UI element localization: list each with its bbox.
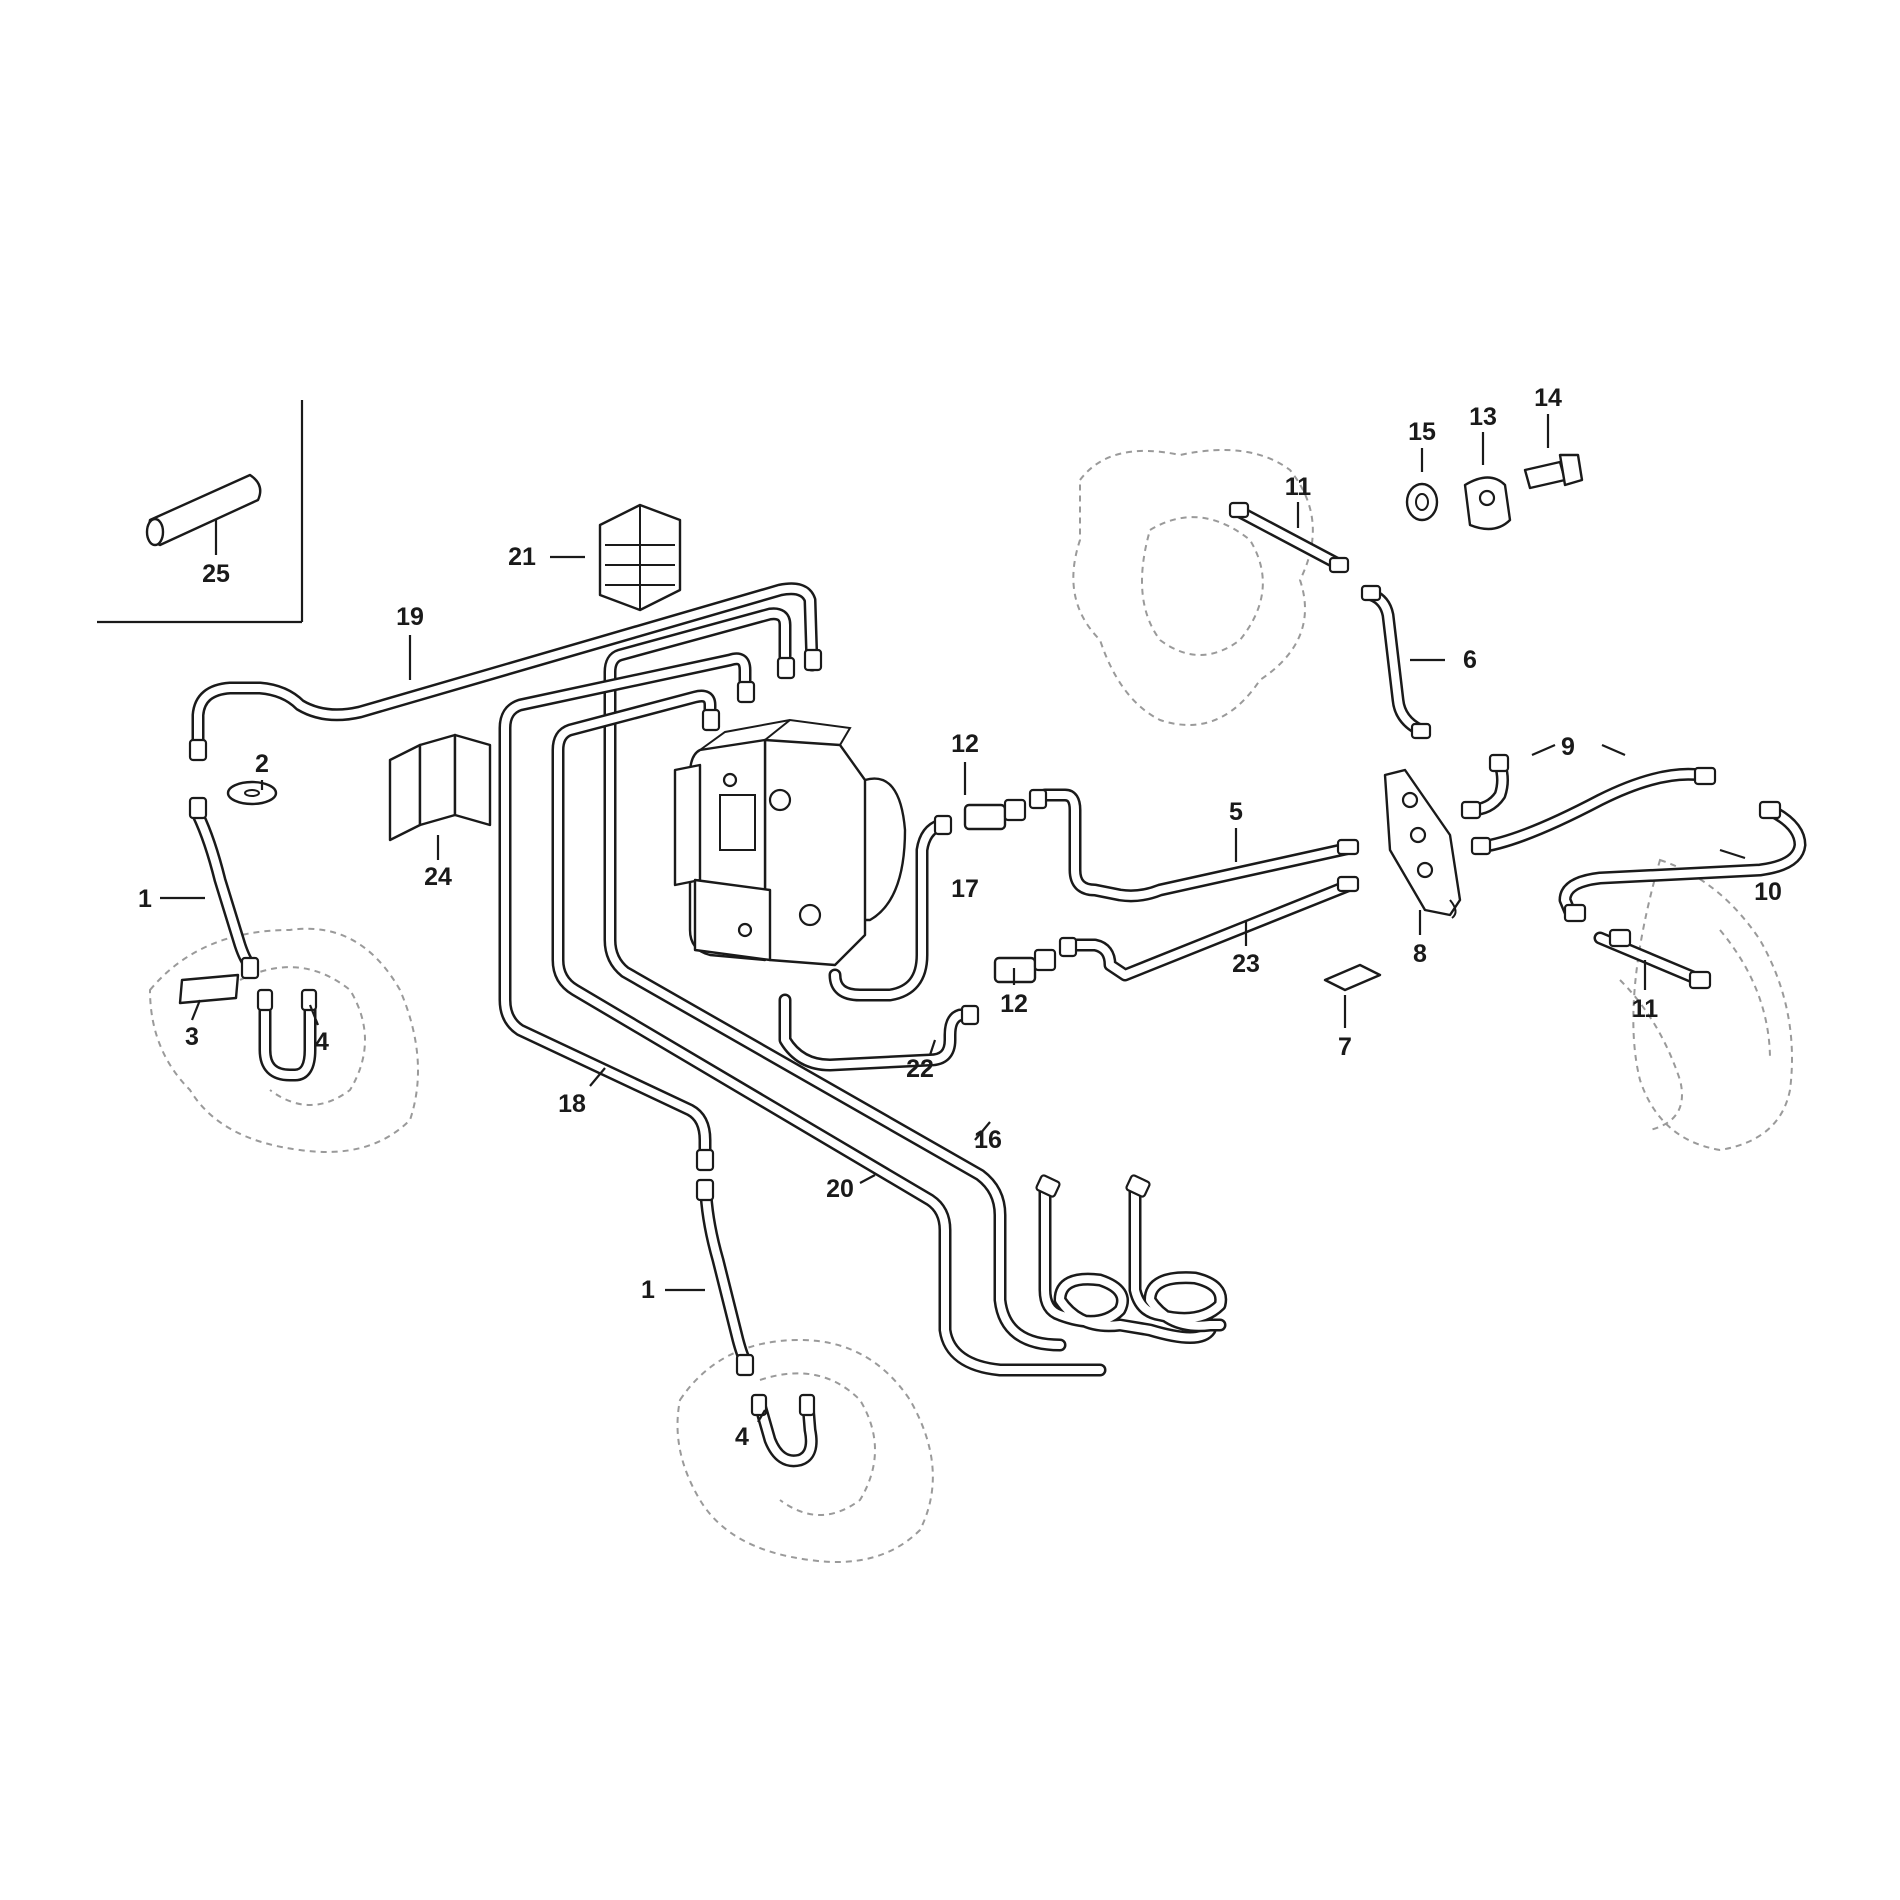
callout-4-lower: 4 (735, 1423, 749, 1451)
callout-7: 7 (1338, 1033, 1352, 1061)
callout-4-upper: 4 (315, 1028, 329, 1056)
callout-12-upper: 12 (951, 730, 979, 758)
callout-12-lower: 12 (1000, 990, 1028, 1018)
callout-24: 24 (424, 863, 452, 891)
callout-1-lower: 1 (641, 1276, 655, 1304)
callout-22: 22 (906, 1055, 934, 1083)
plate-part-3[interactable] (178, 973, 240, 1005)
callout-17: 17 (951, 875, 979, 903)
callout-11-upper: 11 (1285, 473, 1312, 501)
callout-18: 18 (558, 1090, 586, 1118)
callout-15: 15 (1408, 418, 1436, 446)
callout-2: 2 (255, 750, 269, 778)
callout-14: 14 (1534, 384, 1562, 412)
clip-part-21[interactable] (598, 503, 682, 612)
washer-part-2[interactable] (226, 780, 278, 806)
callout-19: 19 (396, 603, 424, 631)
callout-21: 21 (508, 543, 536, 571)
bolt-part-14[interactable] (1523, 453, 1584, 490)
callout-16: 16 (974, 1126, 1002, 1154)
callout-8: 8 (1413, 940, 1427, 968)
callout-20: 20 (826, 1175, 854, 1203)
leader-lines (160, 414, 1746, 1423)
callout-23: 23 (1232, 950, 1260, 978)
mounting-bracket-part-8[interactable] (1383, 768, 1462, 919)
callout-25: 25 (202, 560, 230, 588)
union-connector-part-12-upper[interactable] (963, 788, 1048, 831)
callout-5: 5 (1229, 798, 1243, 826)
callout-6: 6 (1463, 646, 1477, 674)
callout-9: 9 (1561, 733, 1575, 761)
nut-part-15[interactable] (1405, 482, 1439, 522)
ghost-outlines (148, 449, 1793, 1563)
pipe-fittings (188, 501, 1782, 1417)
callout-3: 3 (185, 1023, 199, 1051)
callout-13: 13 (1469, 403, 1497, 431)
callout-labels: 25 21 19 2 24 1 3 4 17 12 12 5 23 22 18 … (138, 384, 1782, 1451)
callout-10: 10 (1754, 878, 1782, 906)
union-connector-part-12-lower[interactable] (993, 936, 1078, 984)
brake-pipes (191, 505, 1807, 1468)
callout-11-lower: 11 (1632, 995, 1659, 1023)
callout-1-upper: 1 (138, 885, 152, 913)
bracket-part-24[interactable] (388, 733, 492, 842)
inset-frame (97, 400, 304, 624)
abs-modulator-unit[interactable] (673, 718, 907, 967)
sleeve-part-25[interactable] (145, 473, 262, 547)
clip-part-7[interactable] (1323, 963, 1382, 992)
clamp-part-13[interactable] (1463, 476, 1512, 531)
